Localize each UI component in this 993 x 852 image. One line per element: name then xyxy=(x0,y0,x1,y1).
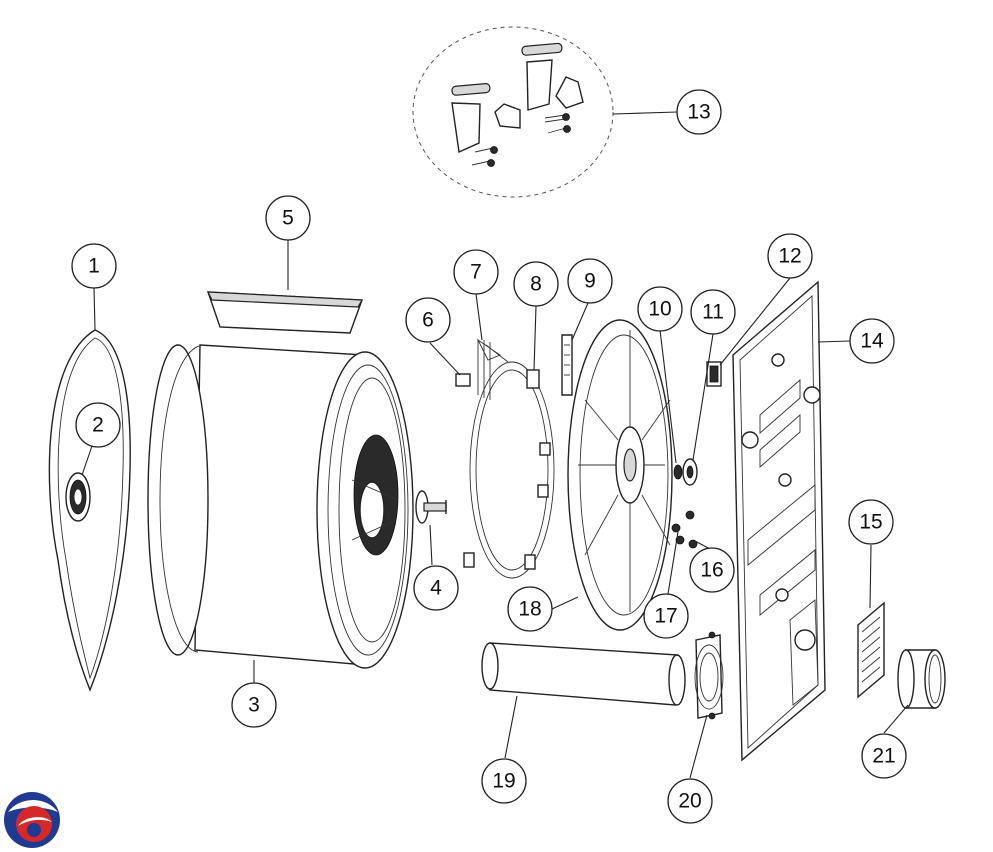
part-4-drum-shaft xyxy=(415,490,447,524)
part-8-thermal-fuse xyxy=(524,369,551,570)
callout-17: 17 xyxy=(643,593,689,639)
svg-text:4: 4 xyxy=(430,577,442,600)
callout-18: 18 xyxy=(507,586,553,632)
svg-text:9: 9 xyxy=(584,270,596,293)
leader-lines xyxy=(81,111,909,779)
svg-text:1: 1 xyxy=(88,255,100,278)
callout-12: 12 xyxy=(767,233,813,279)
callout-14: 14 xyxy=(849,318,895,364)
callout-9: 9 xyxy=(567,258,613,304)
callout-5: 5 xyxy=(265,195,311,241)
svg-text:16: 16 xyxy=(700,559,723,582)
part-11-bearing xyxy=(682,458,698,486)
callout-2: 2 xyxy=(75,402,121,448)
svg-text:19: 19 xyxy=(492,770,515,793)
svg-text:12: 12 xyxy=(778,245,801,268)
callout-13: 13 xyxy=(676,89,722,135)
part-6-thermostat xyxy=(455,373,475,568)
svg-text:6: 6 xyxy=(422,309,434,332)
svg-text:5: 5 xyxy=(282,207,294,230)
callouts: 1 2 3 4 5 6 7 8 9 10 11 12 13 14 15 16 1… xyxy=(71,89,907,824)
svg-text:8: 8 xyxy=(530,273,542,296)
svg-text:18: 18 xyxy=(518,598,541,621)
svg-text:14: 14 xyxy=(860,330,884,353)
callout-21: 21 xyxy=(861,733,907,779)
callout-8: 8 xyxy=(513,261,559,307)
part-20-duct-flange xyxy=(694,631,724,720)
part-13-hardware-kit xyxy=(412,26,614,198)
part-7-heating-element xyxy=(469,338,555,579)
callout-19: 19 xyxy=(481,758,527,804)
part-10-washer xyxy=(673,464,683,480)
svg-text:17: 17 xyxy=(654,605,677,628)
svg-text:11: 11 xyxy=(702,301,724,324)
part-19-duct-tube xyxy=(481,642,686,706)
svg-text:21: 21 xyxy=(872,745,895,768)
callout-3: 3 xyxy=(231,682,277,728)
svg-text:10: 10 xyxy=(648,298,671,321)
svg-text:7: 7 xyxy=(470,261,482,284)
part-14-back-panel xyxy=(732,280,826,762)
part-15-grille xyxy=(857,601,885,699)
svg-text:2: 2 xyxy=(92,414,104,437)
part-17-bolt xyxy=(671,523,685,545)
part-21-duct-collar xyxy=(897,649,946,709)
callout-16: 16 xyxy=(689,547,735,593)
part-9-insulation-strip xyxy=(561,334,573,396)
part-12-clip xyxy=(706,361,722,387)
callout-4: 4 xyxy=(413,565,459,611)
svg-text:20: 20 xyxy=(678,790,701,813)
callout-11: 11 xyxy=(690,289,736,335)
callout-15: 15 xyxy=(848,499,894,545)
svg-text:15: 15 xyxy=(859,511,882,534)
callout-7: 7 xyxy=(453,249,499,295)
part-18-rear-bulkhead xyxy=(567,319,673,631)
part-3-drum xyxy=(147,344,414,669)
part-1-front-panel xyxy=(48,329,131,692)
callout-1: 1 xyxy=(71,243,117,289)
part-2-rear-bearing xyxy=(65,472,91,522)
brand-logo xyxy=(4,792,60,848)
svg-text:13: 13 xyxy=(687,101,710,124)
callout-20: 20 xyxy=(667,778,713,824)
svg-text:3: 3 xyxy=(248,694,260,717)
part-16-nut xyxy=(685,510,698,549)
callout-10: 10 xyxy=(637,286,683,332)
part-5-baffle xyxy=(207,291,364,334)
callout-6: 6 xyxy=(405,297,451,343)
